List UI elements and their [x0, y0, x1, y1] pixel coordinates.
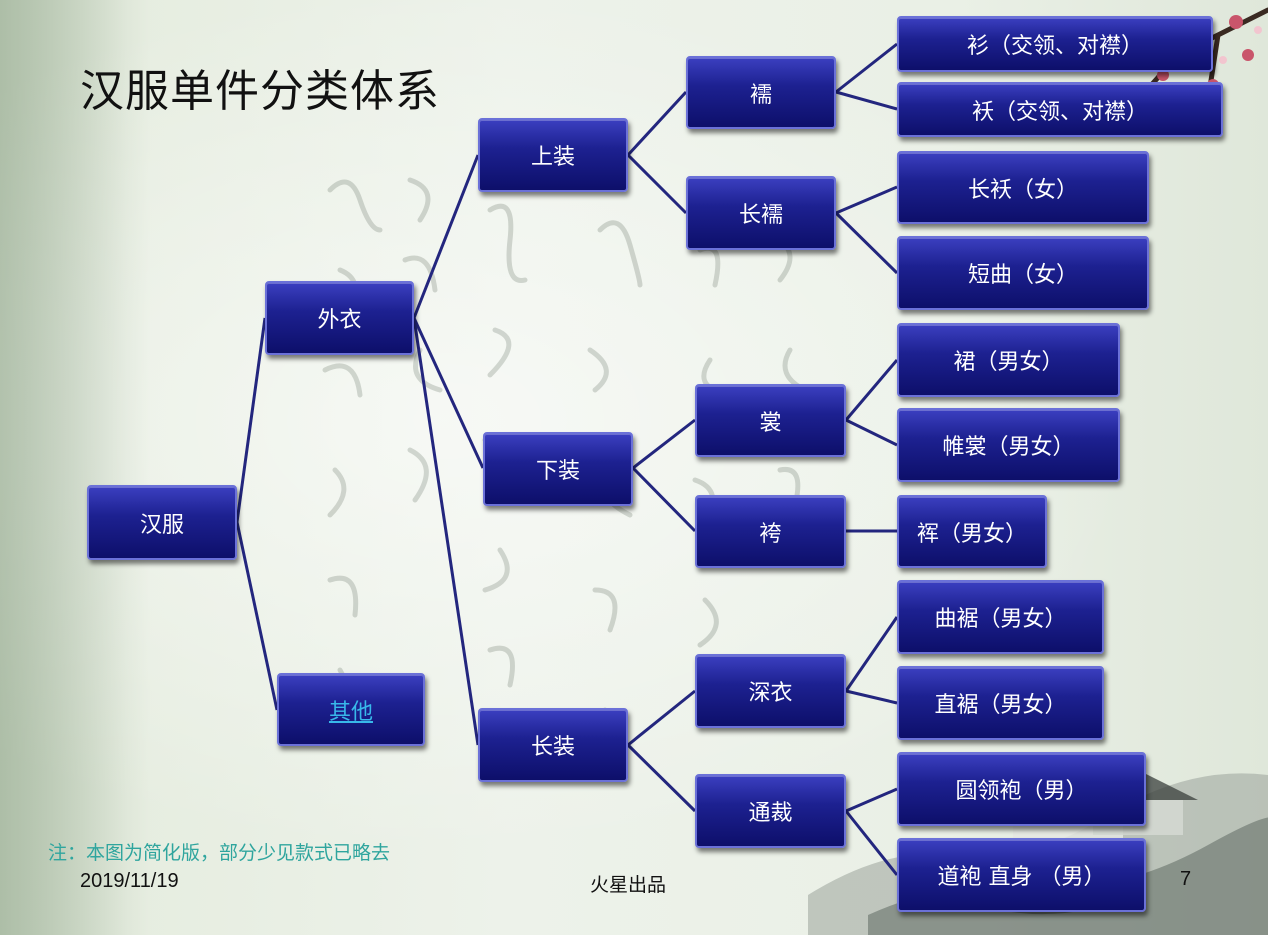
slide-title: 汉服单件分类体系	[80, 66, 440, 117]
node-weichang: 帷裳（男女）	[897, 408, 1120, 482]
node-zhiju: 直裾（男女）	[897, 666, 1104, 740]
connector-ru-shan	[835, 42, 898, 94]
page-number: 7	[1180, 868, 1192, 890]
connector-tongcai-daopao	[844, 810, 899, 876]
footnote: 注：本图为简化版，部分少见款式已略去	[48, 842, 391, 864]
credit-text: 火星出品	[590, 874, 667, 896]
connector-long-shenyi	[627, 689, 696, 747]
node-chang: 裳	[695, 384, 846, 457]
connector-outerwear-lower	[412, 317, 485, 469]
connector-outerwear-long	[412, 317, 480, 746]
node-duanqu: 短曲（女）	[897, 236, 1149, 310]
node-changao: 长袄（女）	[897, 151, 1149, 224]
node-long: 长装	[478, 708, 628, 782]
background-shade	[0, 0, 150, 935]
node-tongcai: 通裁	[695, 774, 846, 848]
slide-date: 2019/11/19	[80, 870, 179, 892]
connector-tongcai-yuanlingpao	[845, 787, 898, 813]
connector-shenyi-zhiju	[845, 689, 898, 705]
connector-lower-chang	[632, 418, 696, 470]
node-changru: 长襦	[686, 176, 836, 250]
node-yuanlingpao: 圆领袍（男）	[897, 752, 1146, 826]
connector-changru-changao	[835, 185, 898, 215]
node-ao: 袄（交领、对襟）	[897, 82, 1223, 137]
connector-upper-changru	[626, 153, 688, 215]
node-ku: 袴	[695, 495, 846, 568]
node-lower: 下装	[483, 432, 633, 506]
node-shenyi: 深衣	[695, 654, 846, 728]
connector-ru-ao	[835, 90, 898, 111]
node-upper: 上装	[478, 118, 628, 192]
connector-lower-ku	[631, 466, 697, 533]
connector-outerwear-upper	[412, 154, 480, 319]
connector-long-tongcai	[626, 743, 697, 813]
connector-upper-ru	[626, 90, 688, 157]
connector-hanfu-other	[235, 521, 279, 711]
node-quju: 曲裾（男女）	[897, 580, 1104, 654]
node-ru: 襦	[686, 56, 836, 129]
node-outerwear: 外衣	[265, 281, 414, 355]
connector-changru-duanqu	[834, 211, 899, 275]
node-shan: 衫（交领、对襟）	[897, 16, 1213, 72]
node-daopao: 道袍 直身 （男）	[897, 838, 1146, 912]
connector-chang-weichang	[845, 418, 898, 447]
node-other-link[interactable]: 其他	[277, 673, 425, 746]
node-qun: 裙（男女）	[897, 323, 1120, 397]
connector-hanfu-outerwear	[235, 317, 267, 523]
connector-chang-qun	[844, 359, 899, 421]
node-hanfu: 汉服	[87, 485, 237, 560]
node-kun: 裈（男女）	[897, 495, 1047, 568]
connector-shenyi-quju	[844, 616, 899, 692]
